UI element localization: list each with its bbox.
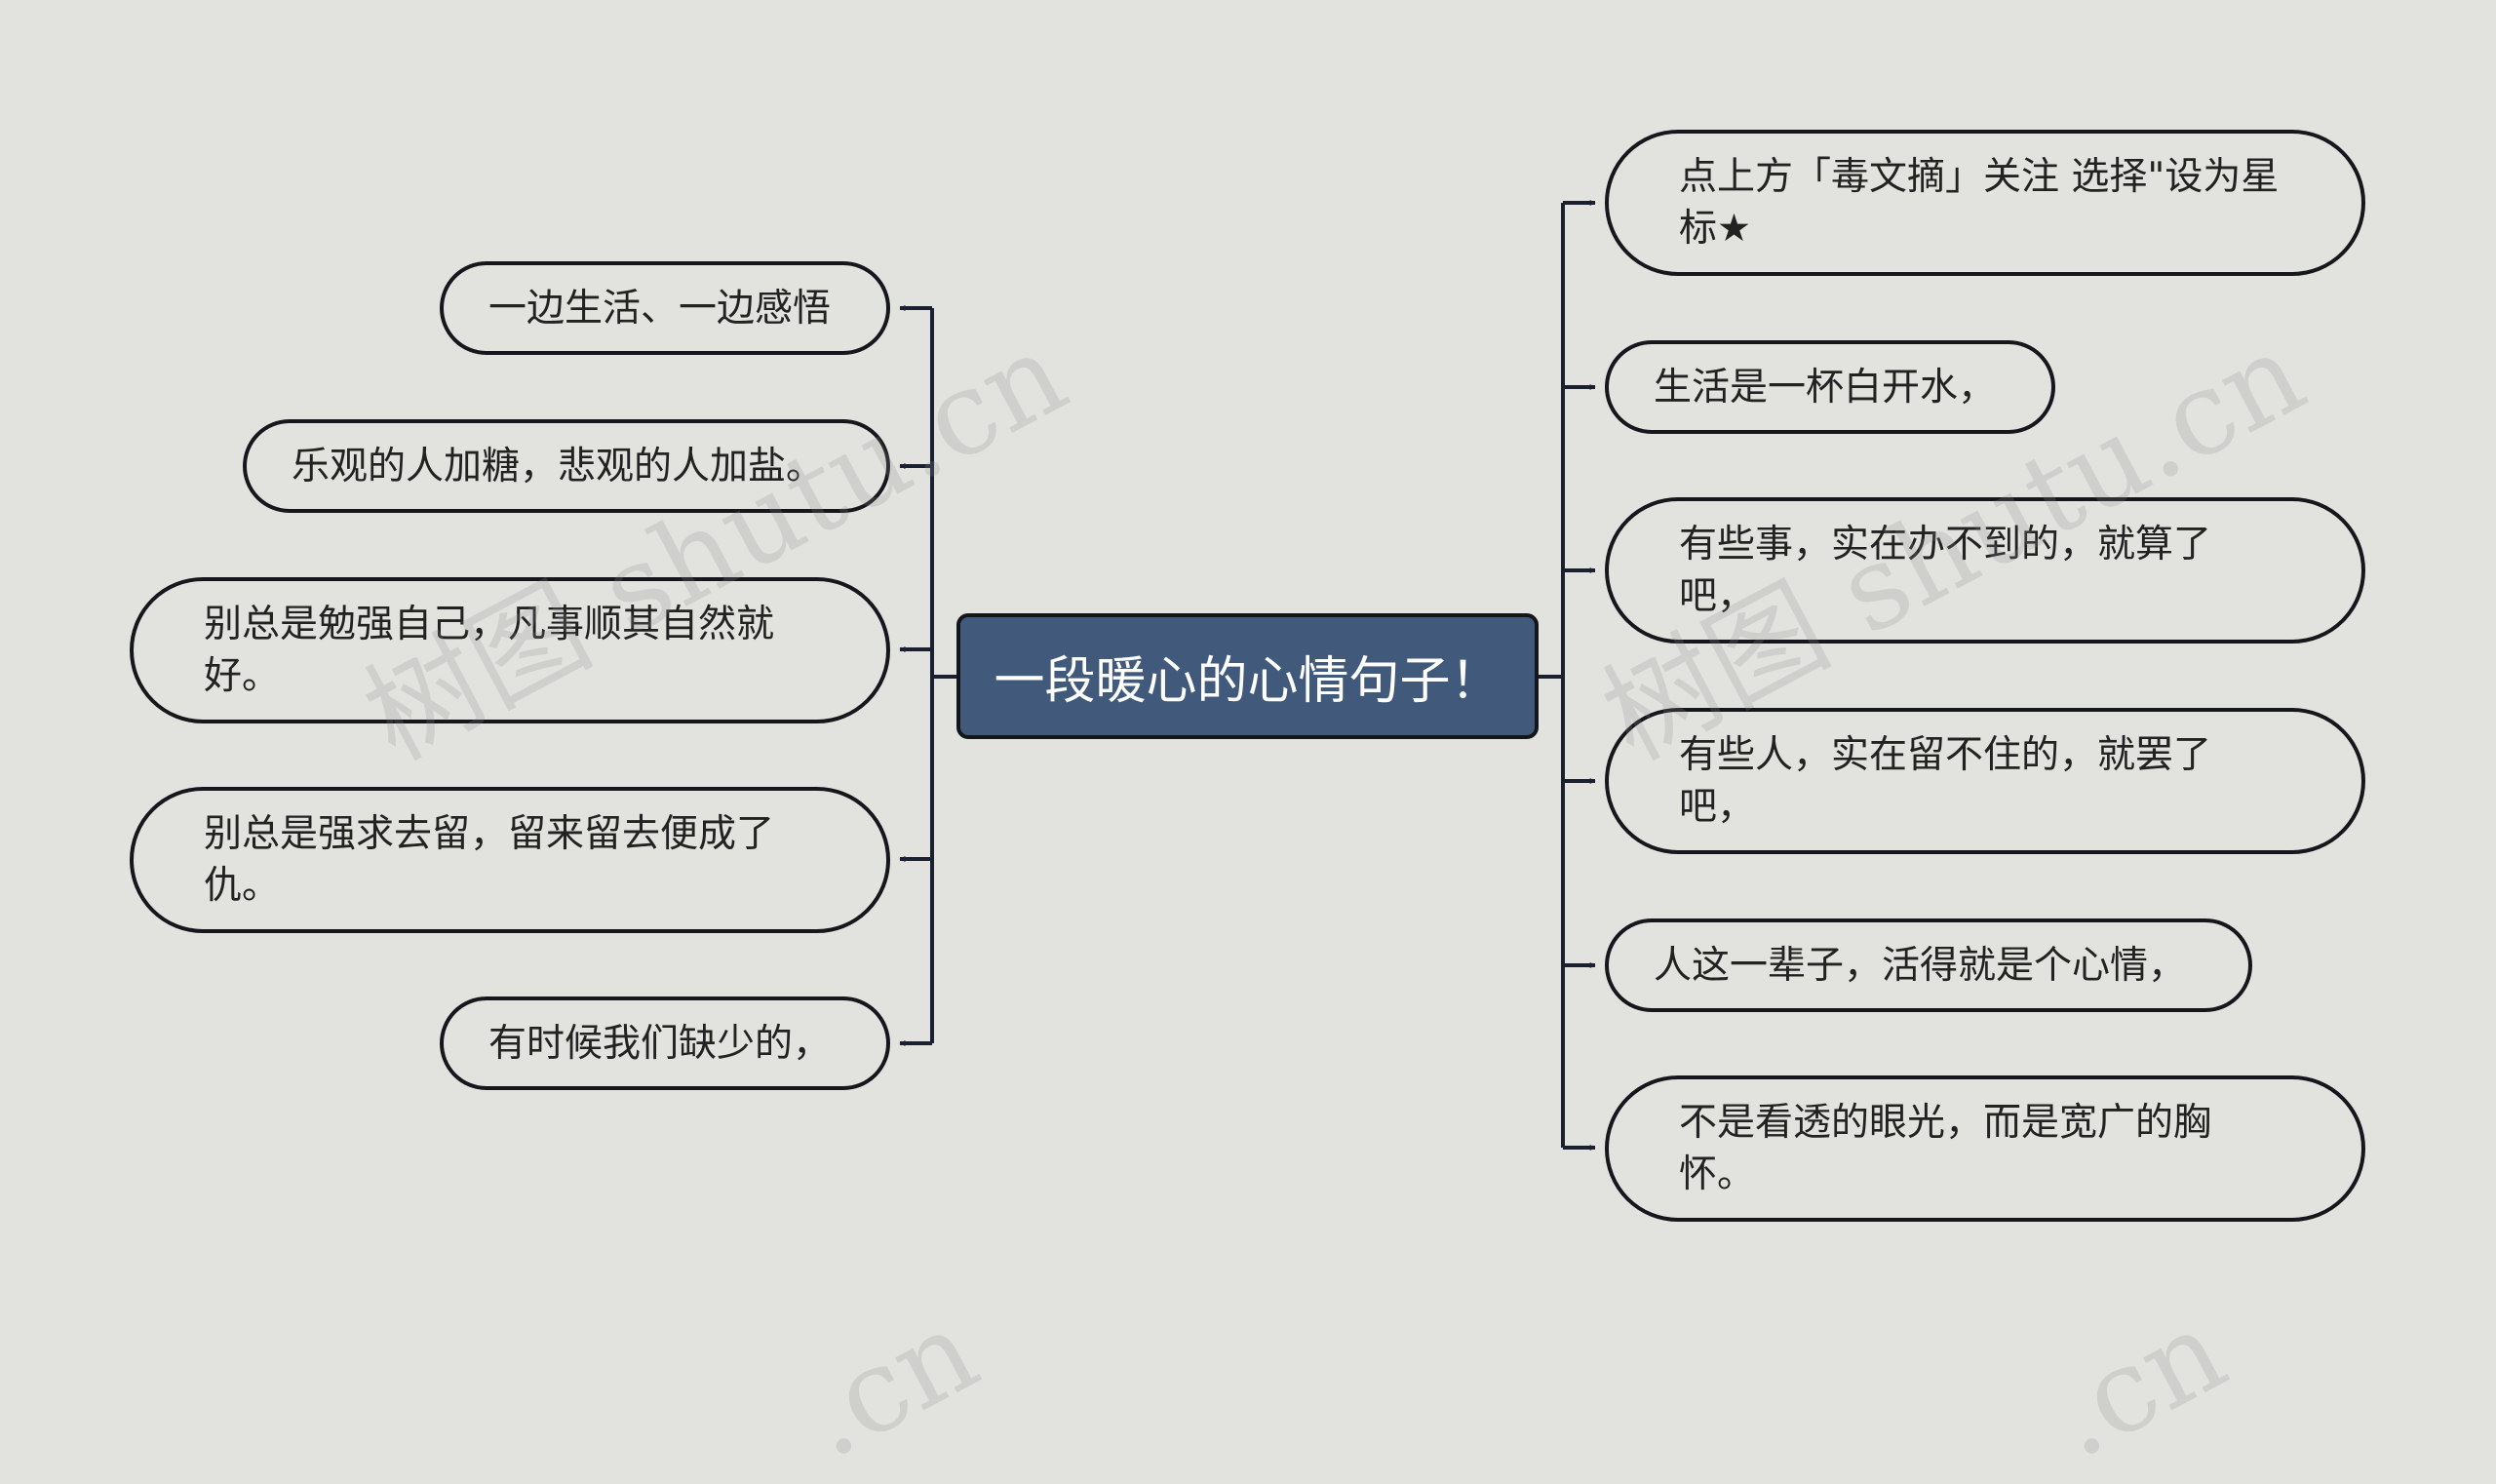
left-branch-node[interactable]: 别总是勉强自己，凡事顺其自然就好。 [130, 577, 890, 723]
central-topic[interactable]: 一段暖心的心情句子！ [956, 613, 1539, 739]
right-branch-node[interactable]: 点上方「毒文摘」关注 选择"设为星标★ [1605, 130, 2365, 276]
left-branch-node[interactable]: 有时候我们缺少的， [440, 996, 890, 1090]
node-text: 不是看透的眼光，而是宽广的胸怀。 [1679, 1101, 2212, 1196]
mind-map-canvas: 一段暖心的心情句子！ 一边生活、一边感悟 乐观的人加糖，悲观的人加盐。 别总是勉… [130, 130, 2365, 1484]
node-text: 有时候我们缺少的， [488, 1021, 832, 1066]
node-text: 有些人，实在留不住的，就罢了吧， [1679, 733, 2212, 829]
node-text: 有些事，实在办不到的，就算了吧， [1679, 523, 2212, 618]
connector-lines [899, 200, 1596, 1151]
left-branch-node[interactable]: 别总是强求去留，留来留去便成了仇。 [130, 787, 890, 933]
right-branch-node[interactable]: 生活是一杯白开水， [1605, 340, 2055, 434]
node-text: 乐观的人加糖，悲观的人加盐。 [292, 444, 825, 488]
left-branch-node[interactable]: 一边生活、一边感悟 [440, 261, 890, 355]
right-branch-node[interactable]: 有些事，实在办不到的，就算了吧， [1605, 497, 2365, 644]
left-branch-node[interactable]: 乐观的人加糖，悲观的人加盐。 [243, 419, 890, 513]
node-text: 点上方「毒文摘」关注 选择"设为星标★ [1679, 155, 2280, 251]
central-topic-label: 一段暖心的心情句子！ [994, 652, 1502, 711]
node-text: 人这一辈子，活得就是个心情， [1654, 943, 2187, 988]
right-branch-node[interactable]: 人这一辈子，活得就是个心情， [1605, 918, 2252, 1012]
right-branch-node[interactable]: 不是看透的眼光，而是宽广的胸怀。 [1605, 1075, 2365, 1222]
node-text: 别总是强求去留，留来留去便成了仇。 [204, 812, 775, 908]
right-branch-node[interactable]: 有些人，实在留不住的，就罢了吧， [1605, 708, 2365, 854]
node-text: 别总是勉强自己，凡事顺其自然就好。 [204, 603, 775, 698]
node-text: 一边生活、一边感悟 [488, 286, 832, 331]
node-text: 生活是一杯白开水， [1654, 365, 1997, 410]
